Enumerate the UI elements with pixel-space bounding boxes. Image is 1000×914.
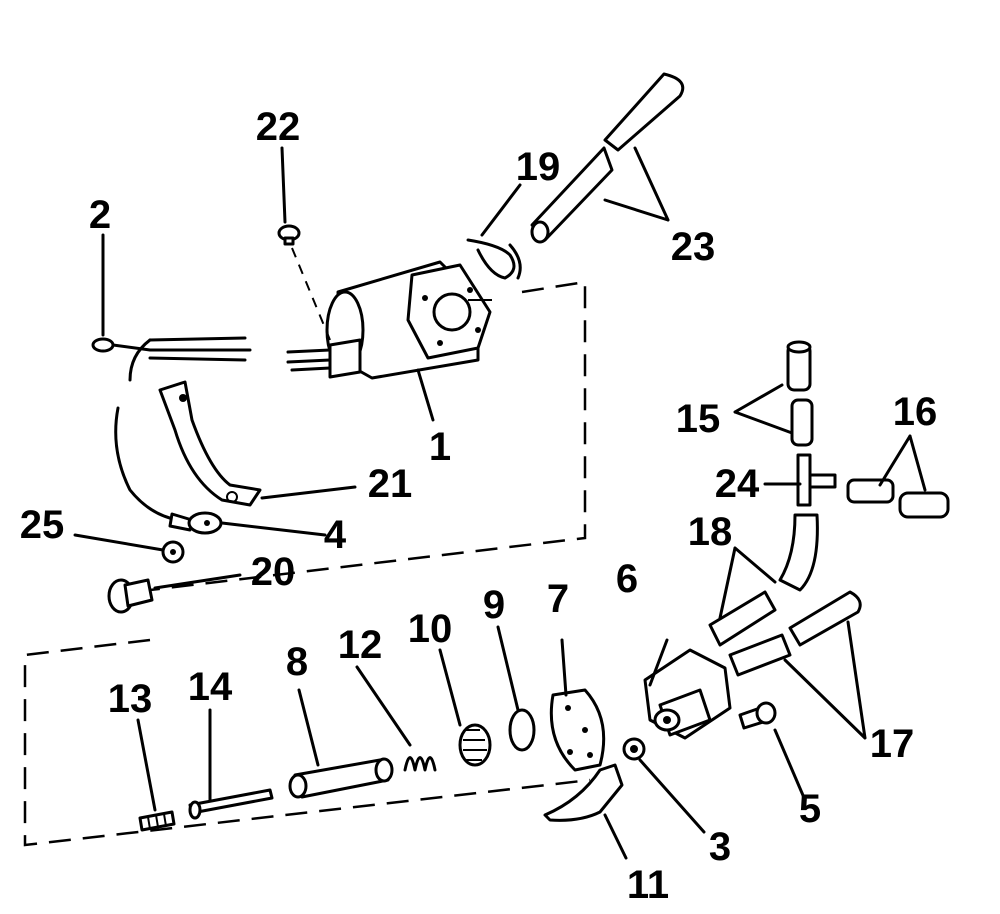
part-5-screw <box>738 701 777 730</box>
part-3-washer <box>622 737 646 761</box>
part-12-spring <box>403 756 437 772</box>
part-9-diaphragm <box>508 708 536 752</box>
label-22: 22 <box>256 105 301 149</box>
part-18-hoses <box>708 513 819 647</box>
part-11-valve <box>543 763 624 822</box>
label-24: 24 <box>715 462 760 506</box>
part-25-star-washer <box>161 540 185 564</box>
part-19-clamp <box>466 238 522 280</box>
label-9: 9 <box>483 583 505 627</box>
part-7-gasket <box>549 688 606 772</box>
part-1-motor <box>286 260 492 380</box>
label-21: 21 <box>368 462 413 506</box>
label-2: 2 <box>89 193 111 237</box>
label-8: 8 <box>286 640 308 684</box>
part-10-bearing <box>458 723 492 767</box>
label-3: 3 <box>709 825 731 869</box>
label-23: 23 <box>671 225 716 269</box>
label-20: 20 <box>251 550 296 594</box>
callout-labels: 1 2 3 4 5 6 7 8 9 10 11 12 13 14 15 16 1… <box>20 105 938 907</box>
label-11: 11 <box>627 863 669 907</box>
part-15-hoses <box>786 340 814 447</box>
label-10: 10 <box>408 607 453 651</box>
label-12: 12 <box>338 623 383 667</box>
label-7: 7 <box>547 577 569 621</box>
label-6: 6 <box>616 557 638 601</box>
part-4-ground-wire <box>114 406 223 535</box>
leader-lines <box>73 146 927 860</box>
part-22-screw <box>277 224 331 341</box>
part-16-hoses <box>846 478 950 519</box>
part-13-spring <box>138 810 176 832</box>
label-13: 13 <box>108 677 153 721</box>
label-15: 15 <box>676 397 721 441</box>
dashed-outline-upper <box>149 280 587 592</box>
part-2-wire <box>91 336 252 382</box>
part-8-plunger <box>288 757 394 799</box>
part-20-screw <box>107 578 154 614</box>
part-23-hoses <box>530 72 685 244</box>
part-24-tee <box>796 453 837 507</box>
part-17-hoses <box>728 590 862 677</box>
part-14-pin <box>188 788 274 820</box>
label-19: 19 <box>516 145 561 189</box>
part-21-clamp <box>158 380 262 507</box>
dashed-outline-lower <box>23 638 591 847</box>
label-1: 1 <box>429 425 451 469</box>
label-16: 16 <box>893 390 938 434</box>
label-5: 5 <box>799 787 821 831</box>
label-17: 17 <box>870 722 915 766</box>
label-4: 4 <box>324 513 347 557</box>
label-14: 14 <box>188 665 233 709</box>
label-25: 25 <box>20 503 65 547</box>
label-18: 18 <box>688 510 733 554</box>
part-6-pump <box>643 648 732 740</box>
